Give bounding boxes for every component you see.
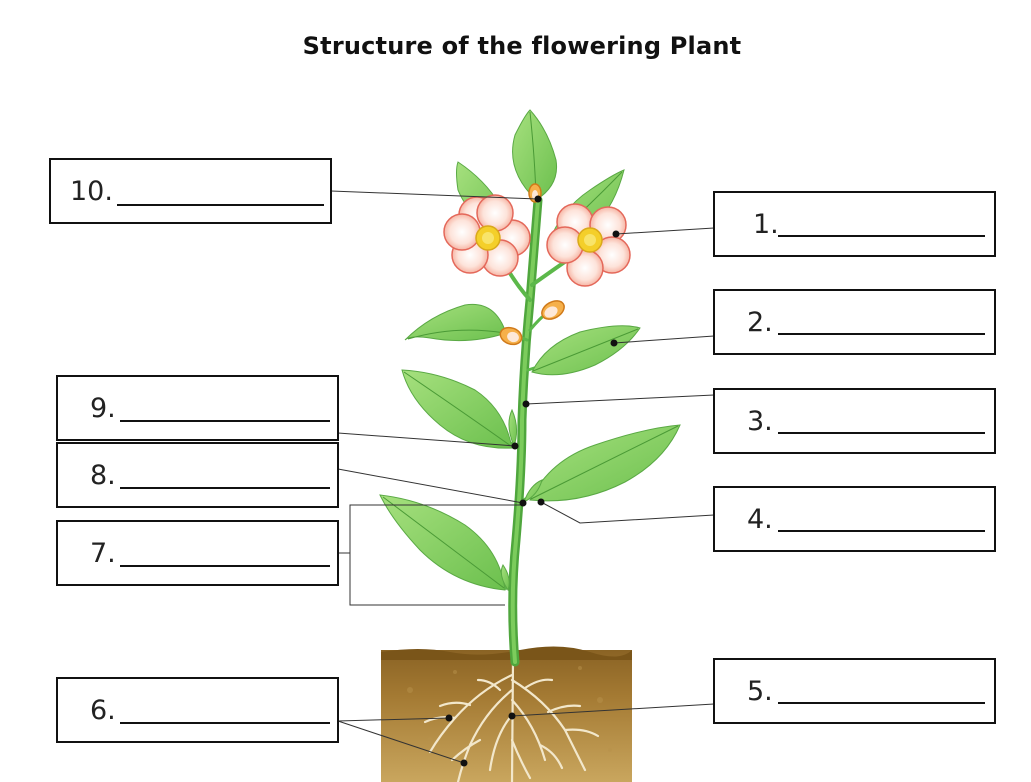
label-number-6: 6. [90, 695, 116, 726]
label-number-10: 10. [70, 176, 113, 207]
label-box-9[interactable]: 9. [56, 375, 339, 441]
pointer-dots [445, 195, 620, 767]
label-number-3: 3. [747, 406, 773, 437]
leader-line-2 [613, 335, 715, 344]
roots [423, 658, 600, 782]
label-number-1: 1. [753, 209, 779, 240]
leader-line-8 [337, 468, 524, 504]
answer-blank-3[interactable] [778, 432, 985, 434]
leader-lines [330, 190, 715, 764]
leader-line-4 [540, 501, 715, 524]
label-number-8: 8. [90, 460, 116, 491]
label-box-10[interactable]: 10. [49, 158, 332, 224]
answer-blank-7[interactable] [120, 565, 330, 567]
label-box-2[interactable]: 2. [713, 289, 996, 355]
answer-blank-5[interactable] [778, 702, 985, 704]
answer-blank-10[interactable] [117, 204, 324, 206]
answer-blank-9[interactable] [120, 420, 330, 422]
leader-line-5 [511, 703, 715, 717]
label-number-7: 7. [90, 538, 116, 569]
answer-blank-8[interactable] [120, 487, 330, 489]
leader-line-1 [615, 227, 715, 235]
flower-right [546, 203, 631, 287]
answer-blank-2[interactable] [778, 333, 985, 335]
label-box-3[interactable]: 3. [713, 388, 996, 454]
label-number-4: 4. [747, 504, 773, 535]
label-number-2: 2. [747, 307, 773, 338]
leader-line-9 [337, 432, 516, 447]
label-box-4[interactable]: 4. [713, 486, 996, 552]
label-number-5: 5. [747, 676, 773, 707]
page-title: Structure of the flowering Plant [302, 32, 742, 60]
answer-blank-6[interactable] [120, 722, 330, 724]
label-box-6[interactable]: 6. [56, 677, 339, 743]
leader-line-6b [337, 720, 465, 764]
label-number-9: 9. [90, 393, 116, 424]
leader-line-6a [337, 717, 450, 722]
label-box-5[interactable]: 5. [713, 658, 996, 724]
leader-line-7 [338, 504, 523, 606]
soil [381, 646, 632, 782]
label-box-1[interactable]: 1. [713, 191, 996, 257]
leader-line-10 [330, 190, 539, 200]
answer-blank-1[interactable] [778, 235, 985, 237]
label-box-7[interactable]: 7. [56, 520, 339, 586]
label-box-8[interactable]: 8. [56, 442, 339, 508]
leader-line-3 [525, 394, 715, 405]
flower-left [443, 194, 531, 277]
answer-blank-4[interactable] [778, 530, 985, 532]
